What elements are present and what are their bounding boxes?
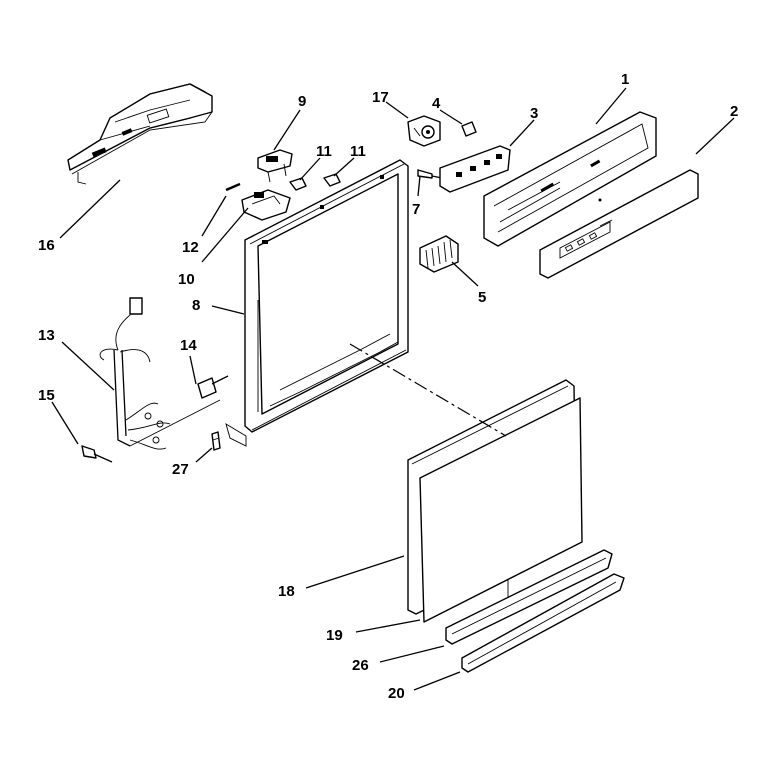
part-10-bracket <box>241 189 291 221</box>
callout-17: 17 <box>372 89 389 106</box>
callout-10: 10 <box>178 271 195 288</box>
part-9-switch <box>257 149 293 183</box>
callout-1: 1 <box>621 71 629 88</box>
part-14-connector <box>197 375 229 399</box>
callout-2: 2 <box>730 103 738 120</box>
part-15-screw <box>81 445 113 463</box>
part-13-wire-harness <box>99 297 221 450</box>
callout-8: 8 <box>192 297 200 314</box>
callout-12: 12 <box>182 239 199 256</box>
leader-lines <box>51 87 735 691</box>
part-7-screw <box>417 169 443 179</box>
callout-27: 27 <box>172 461 189 478</box>
callout-4: 4 <box>432 95 441 112</box>
callout-15: 15 <box>38 387 55 404</box>
part-11-clip-b <box>323 173 341 187</box>
part-11-clip-a <box>289 177 307 191</box>
callout-20: 20 <box>388 685 405 702</box>
part-27-clip <box>211 431 221 451</box>
callout-9: 9 <box>298 93 306 110</box>
part-12-pin <box>225 182 241 192</box>
part-20-bottom-trim <box>461 573 625 673</box>
callout-11b: 11 <box>350 143 366 160</box>
callout-16: 16 <box>38 237 55 254</box>
part-4-knob <box>461 121 477 137</box>
callout-19: 19 <box>326 627 343 644</box>
part-2-console <box>539 169 699 279</box>
callout-5: 5 <box>478 289 486 306</box>
part-1-control-panel <box>483 111 657 247</box>
part-16-vent-housing <box>67 83 213 185</box>
callout-18: 18 <box>278 583 295 600</box>
callout-26: 26 <box>352 657 369 674</box>
callout-14: 14 <box>180 337 197 354</box>
part-17-bracket <box>407 115 441 147</box>
callout-3: 3 <box>530 105 538 122</box>
callout-labels: 1 2 3 4 5 7 8 9 10 11 11 12 13 14 15 16 … <box>38 71 738 702</box>
part-8-door-frame <box>225 159 409 447</box>
alignment-line <box>349 343 507 437</box>
part-5-connector <box>419 235 459 273</box>
callout-11a: 11 <box>316 143 332 160</box>
callout-7: 7 <box>412 201 420 218</box>
callout-13: 13 <box>38 327 55 344</box>
part-3-control-module <box>439 145 511 193</box>
part-26-trim-strip <box>445 549 613 645</box>
